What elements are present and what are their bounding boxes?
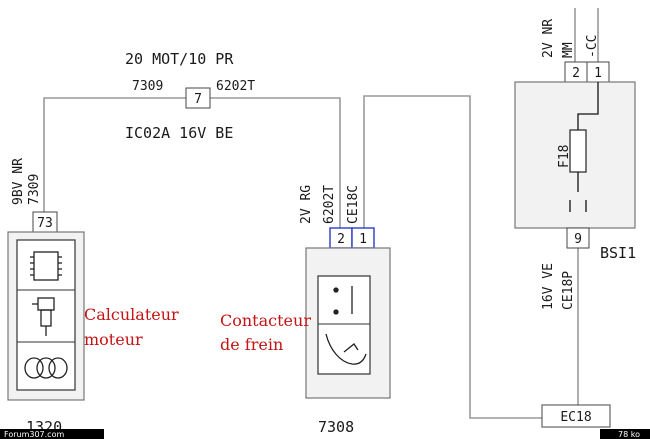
wire-switch-to-ground	[363, 95, 542, 419]
bsi-pin-top-right: 1	[594, 66, 602, 81]
wire-ecu-to-junction	[43, 97, 194, 212]
switch-pin-right: 1	[359, 232, 367, 247]
fuse-icon	[569, 129, 587, 173]
top-right-code: 6202T	[216, 79, 255, 94]
bsi-name: BSI1	[600, 244, 636, 262]
brake-pedal-icon	[325, 333, 367, 365]
injector-icon	[32, 297, 55, 336]
fuse-label: F18	[557, 145, 572, 168]
footer-right-text: 78 ko	[618, 430, 640, 439]
footer-left-text: Forum307.com	[4, 430, 64, 439]
brake-switch-component	[305, 247, 391, 399]
switch-wire-label: 2V RG	[299, 185, 314, 224]
coil-icon	[24, 357, 68, 379]
top-signal-label: 20 MOT/10 PR	[125, 50, 234, 68]
bsi-pin-bottom: 9	[574, 232, 582, 247]
bsi-top-wire-label: 2V NR	[541, 19, 556, 58]
bsi-bottom-wire-code: CE18P	[561, 271, 576, 310]
junction-number: 7	[194, 92, 202, 107]
switch-pin-left: 2	[337, 232, 345, 247]
footer-right-bar	[600, 429, 650, 439]
switch-contact-icon	[333, 286, 353, 315]
bsi-component	[514, 81, 636, 229]
ecu-label-line2: moteur	[84, 330, 143, 349]
switch-wire-code-1: 6202T	[322, 185, 337, 224]
bsi-pin-bottom-box	[566, 227, 590, 249]
below-signal-label: IC02A 16V BE	[125, 124, 233, 142]
bsi-bottom-wire-label: 16V VE	[541, 263, 556, 310]
ground-connector-box	[541, 404, 611, 428]
bsi-pin-top-left: 2	[572, 66, 580, 81]
ecu-wire-label: 9BV NR	[11, 158, 26, 205]
switch-number: 7308	[318, 418, 354, 436]
ecu-label-line1: Calculateur	[84, 305, 179, 324]
switch-wire-code-2: CE18C	[346, 185, 361, 224]
bsi-top-code-1: MM	[561, 42, 576, 58]
ecu-pin-number: 73	[37, 216, 53, 231]
footer-left-bar	[0, 429, 104, 439]
switch-label-line1: Contacteur	[220, 311, 311, 330]
ecu-component	[7, 231, 85, 401]
chip-icon	[30, 251, 62, 281]
ecu-wire-code: 7309	[27, 174, 42, 205]
top-left-code: 7309	[132, 79, 163, 94]
switch-label-line2: de frein	[220, 335, 283, 354]
bsi-top-code-2: -CC	[585, 35, 600, 58]
junction-box	[185, 87, 211, 109]
wire-junction-to-switch	[210, 97, 341, 228]
ground-connector-label: EC18	[560, 410, 591, 425]
